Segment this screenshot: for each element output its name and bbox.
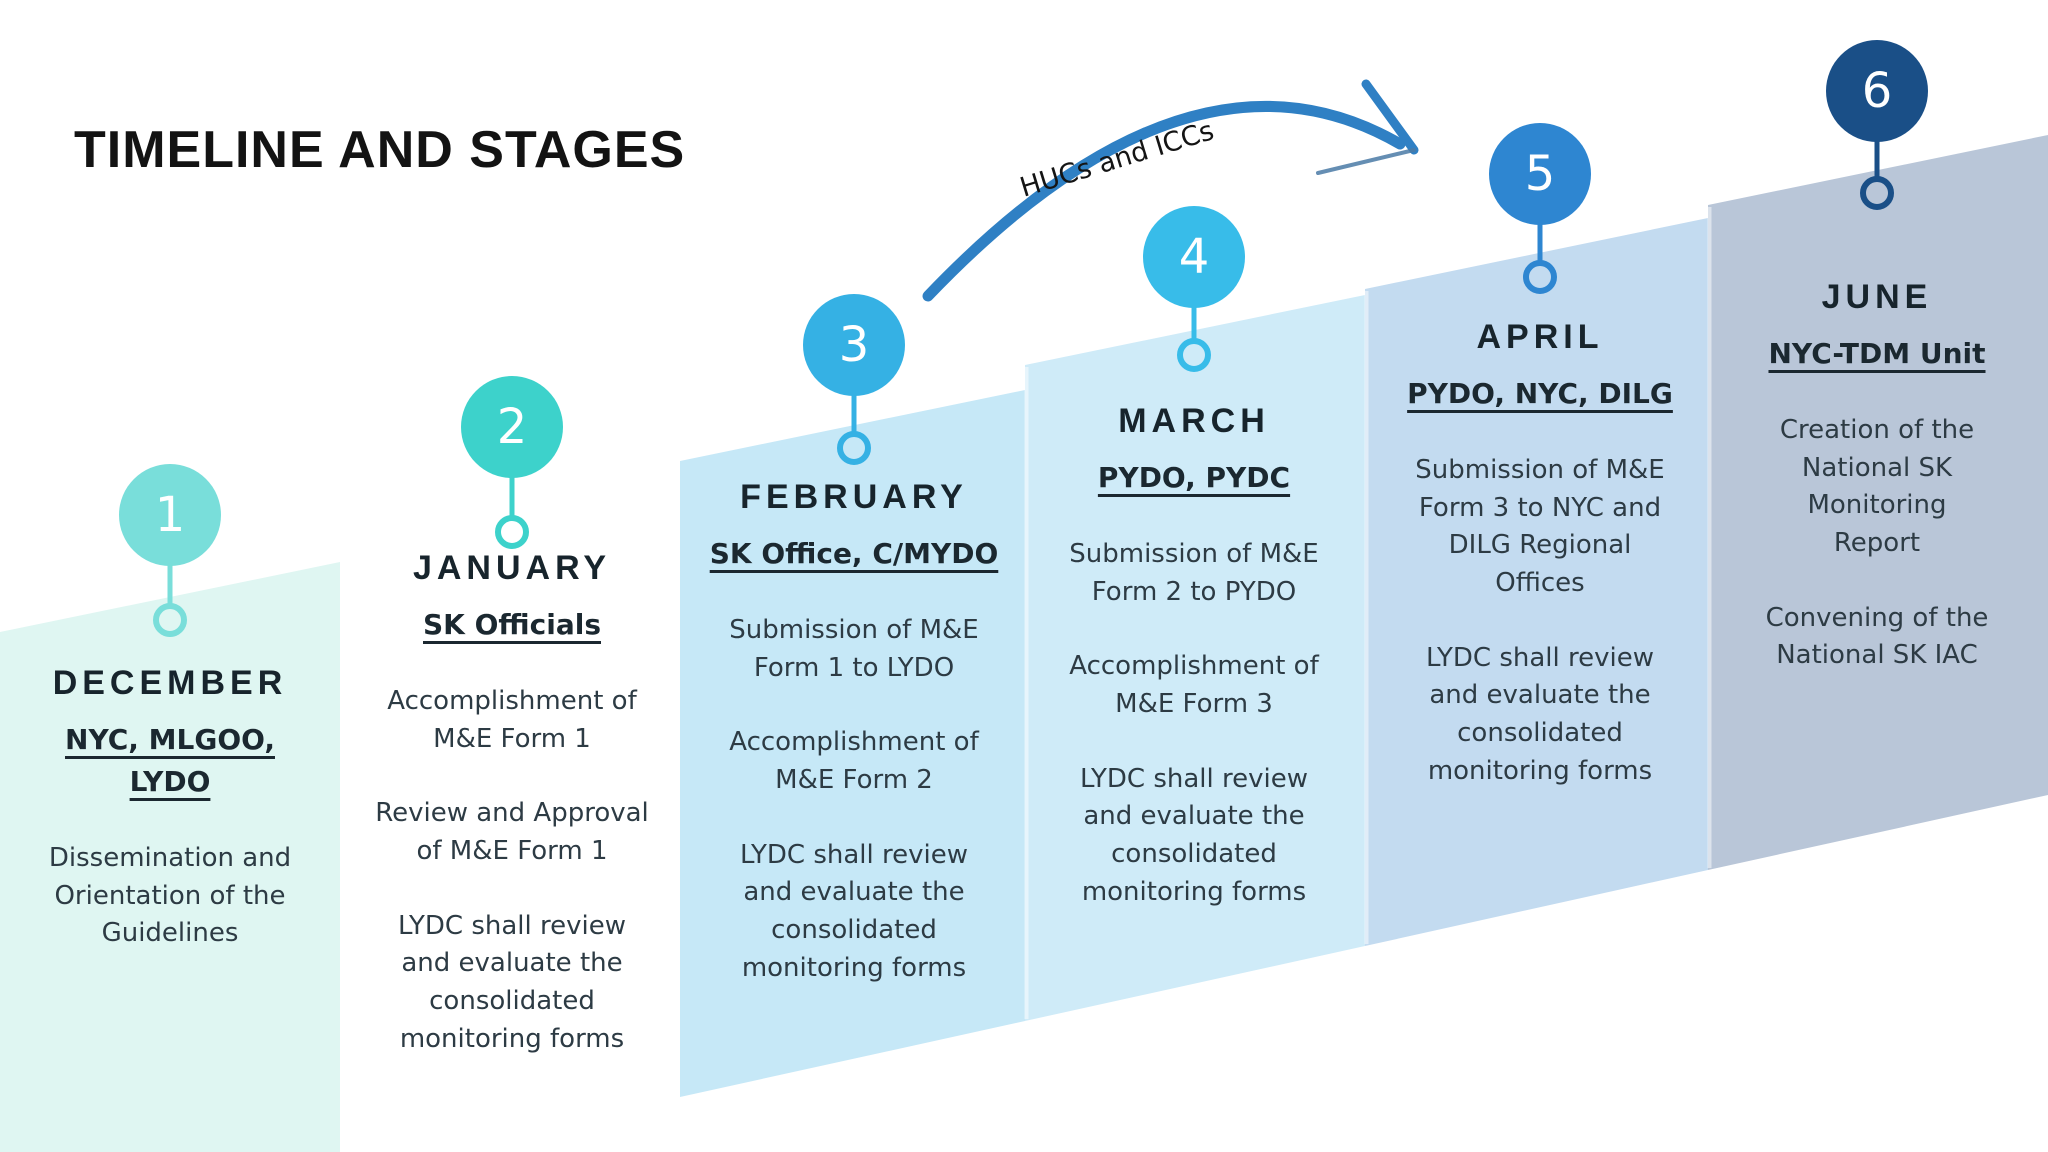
marker-ring-icon: [1860, 176, 1894, 210]
month-label: DECEMBER: [52, 664, 288, 702]
page-title: TIMELINE AND STAGES: [74, 121, 686, 179]
stage-number-2: 2: [496, 399, 528, 455]
stage-items: Creation of the National SK Monitoring R…: [1757, 412, 1997, 675]
stage-item: Accomplishment of M&E Form 3: [1069, 651, 1319, 720]
marker-circle-icon: [803, 294, 905, 396]
marker-circle-icon: [1143, 206, 1245, 308]
month-label: JANUARY: [412, 549, 612, 587]
stage-item: Review and Approval of M&E Form 1: [375, 798, 649, 867]
stage-marker-3: [803, 294, 905, 465]
stage-band-december: [0, 562, 340, 1152]
marker-ring-icon: [153, 603, 187, 637]
stage-column-june: JUNE NYC-TDM Unit Creation of the Nation…: [1757, 278, 1997, 675]
stage-item: Accomplishment of M&E Form 1: [387, 686, 637, 754]
stage-number-3: 3: [838, 317, 870, 373]
marker-ring-icon: [1177, 338, 1211, 372]
marker-circle-icon: [1826, 40, 1928, 142]
stage-item: Submission of M&E Form 2 to PYDO: [1069, 539, 1319, 607]
month-label: APRIL: [1476, 318, 1604, 356]
curved-arrow-barb-bottom: [1316, 148, 1416, 175]
stage-marker-6: [1826, 40, 1928, 210]
stage-number-6: 6: [1861, 63, 1893, 119]
stage-item: Submission of M&E Form 3 to NYC and DILG…: [1415, 455, 1665, 599]
actor-label: NYC, MLGOO, LYDO: [65, 723, 275, 798]
stage-item: LYDC shall review and evaluate the conso…: [397, 910, 626, 1054]
marker-ring-icon: [837, 431, 871, 465]
marker-ring-icon: [1523, 260, 1557, 294]
stage-items: Submission of M&E Form 1 to LYDO Accompl…: [704, 612, 1004, 988]
month-label: JUNE: [1821, 278, 1933, 316]
curved-arrow: [922, 100, 1406, 302]
actor-label: PYDO, NYC, DILG: [1407, 377, 1673, 410]
stage-marker-1: [119, 464, 221, 637]
actor-label: PYDO, PYDC: [1097, 461, 1291, 494]
stage-column-december: DECEMBER NYC, MLGOO, LYDO Dissemination …: [20, 664, 320, 953]
stage-marker-5: [1489, 123, 1591, 294]
marker-circle-icon: [1489, 123, 1591, 225]
stage-item: LYDC shall review and evaluate the conso…: [1079, 763, 1308, 907]
stage-item: Convening of the National SK IAC: [1765, 602, 1989, 671]
curved-arrow-barb-top: [1361, 79, 1419, 155]
stage-number-4: 4: [1178, 229, 1210, 285]
stage-items: Accomplishment of M&E Form 1 Review and …: [362, 683, 662, 1059]
stage-column-january: JANUARY SK Officials Accomplishment of M…: [362, 549, 662, 1059]
stage-number-1: 1: [154, 487, 186, 543]
stage-band-february: [680, 390, 1025, 1097]
actor-label: NYC-TDM Unit: [1768, 337, 1986, 370]
stage-band-march: [1025, 295, 1365, 1021]
stage-item: Dissemination and Orientation of the Gui…: [48, 843, 292, 949]
actor-label: SK Officials: [423, 608, 601, 641]
stage-items: Submission of M&E Form 3 to NYC and DILG…: [1390, 452, 1690, 791]
stage-column-april: APRIL PYDO, NYC, DILG Submission of M&E …: [1390, 318, 1690, 791]
stage-number-5: 5: [1524, 146, 1556, 202]
stage-band-april: [1365, 218, 1708, 946]
stage-item: Submission of M&E Form 1 to LYDO: [729, 615, 979, 683]
marker-circle-icon: [461, 376, 563, 478]
stage-marker-4: [1143, 206, 1245, 372]
stage-item: LYDC shall review and evaluate the conso…: [739, 839, 968, 983]
stage-items: Dissemination and Orientation of the Gui…: [20, 840, 320, 953]
month-label: FEBRUARY: [740, 478, 968, 516]
stage-marker-2: [461, 376, 563, 549]
stage-column-march: MARCH PYDO, PYDC Submission of M&E Form …: [1044, 402, 1344, 912]
stage-column-february: FEBRUARY SK Office, C/MYDO Submission of…: [704, 478, 1004, 988]
actor-label: SK Office, C/MYDO: [709, 537, 999, 570]
stage-item: Accomplishment of M&E Form 2: [729, 727, 979, 796]
stage-item: LYDC shall review and evaluate the conso…: [1425, 642, 1654, 786]
marker-circle-icon: [119, 464, 221, 566]
month-label: MARCH: [1118, 402, 1270, 440]
stage-item: Creation of the National SK Monitoring R…: [1779, 415, 1975, 559]
stage-items: Submission of M&E Form 2 to PYDO Accompl…: [1044, 536, 1344, 912]
marker-ring-icon: [495, 515, 529, 549]
stage-band-june: [1708, 135, 2048, 870]
